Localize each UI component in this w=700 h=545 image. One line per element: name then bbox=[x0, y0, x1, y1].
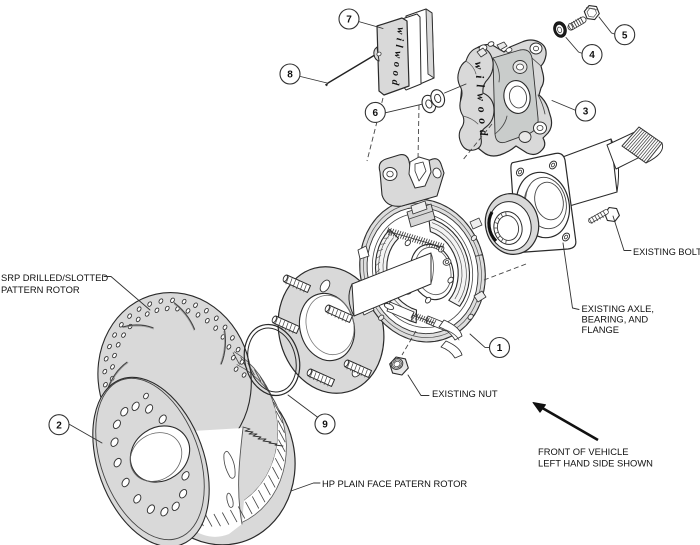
svg-text:FLANGE: FLANGE bbox=[582, 324, 620, 335]
svg-text:EXISTING AXLE,: EXISTING AXLE, bbox=[582, 303, 654, 314]
svg-text:BEARING, AND: BEARING, AND bbox=[582, 314, 649, 325]
svg-text:6: 6 bbox=[373, 108, 379, 119]
svg-text:LEFT HAND SIDE SHOWN: LEFT HAND SIDE SHOWN bbox=[538, 458, 653, 469]
svg-text:4: 4 bbox=[589, 50, 595, 61]
svg-text:EXISTING NUT: EXISTING NUT bbox=[432, 388, 498, 399]
svg-text:FRONT OF VEHICLE: FRONT OF VEHICLE bbox=[538, 446, 628, 457]
svg-text:HP PLAIN FACE PATERN ROTOR: HP PLAIN FACE PATERN ROTOR bbox=[322, 478, 467, 489]
svg-text:EXISTING BOLT: EXISTING BOLT bbox=[633, 247, 700, 257]
svg-text:SRP DRILLED/SLOTTED: SRP DRILLED/SLOTTED bbox=[1, 272, 108, 283]
svg-text:5: 5 bbox=[622, 30, 628, 41]
svg-text:PATTERN ROTOR: PATTERN ROTOR bbox=[1, 284, 80, 295]
svg-text:1: 1 bbox=[497, 343, 503, 354]
svg-text:7: 7 bbox=[346, 15, 352, 26]
svg-text:3: 3 bbox=[583, 107, 589, 118]
svg-text:8: 8 bbox=[287, 70, 293, 81]
svg-text:9: 9 bbox=[322, 420, 328, 431]
svg-text:2: 2 bbox=[56, 420, 62, 431]
